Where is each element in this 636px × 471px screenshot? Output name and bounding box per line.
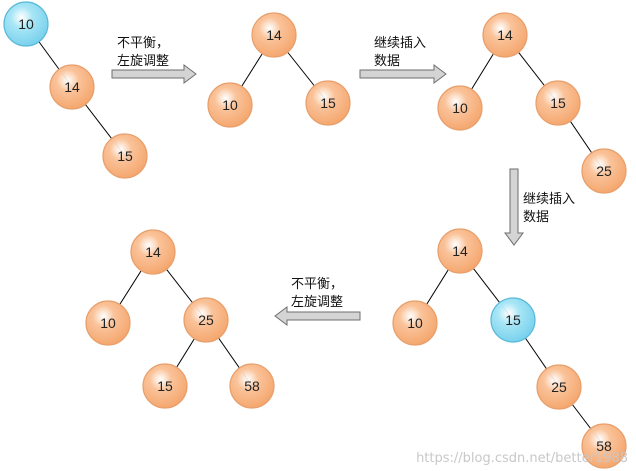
- tree-node: 10: [207, 82, 253, 128]
- process-arrow-down: [504, 168, 524, 246]
- node-circle: [490, 297, 536, 343]
- watermark-text: https://blog.csdn.net/better1988: [416, 451, 628, 466]
- node-label: 15: [157, 378, 173, 394]
- tree-node: 10: [392, 300, 438, 346]
- tree-3: 14 10 15 25: [437, 12, 627, 194]
- node-circle: [581, 148, 627, 194]
- node-label: 10: [18, 16, 34, 32]
- tree-4: 14 10 15 25 58: [392, 228, 627, 469]
- tree-node: 14: [482, 12, 528, 58]
- node-circle: [102, 133, 148, 179]
- tree-node: 14: [130, 229, 176, 275]
- tree-2: 14 10 15: [207, 12, 351, 128]
- tree-node: 15: [535, 80, 581, 126]
- node-circle: [207, 82, 253, 128]
- node-circle: [305, 80, 351, 126]
- node-label: 10: [407, 315, 423, 331]
- arrow-caption-line: 继续插入: [374, 36, 426, 51]
- node-circle: [251, 12, 297, 58]
- tree-node: 14: [251, 12, 297, 58]
- node-label: 14: [64, 79, 80, 95]
- tree-node: 25: [183, 297, 229, 343]
- tree-node: 15: [305, 80, 351, 126]
- process-arrow-right: [359, 64, 447, 84]
- node-label: 25: [551, 379, 567, 395]
- node-label: 14: [145, 244, 161, 260]
- tree-5: 14 10 25 15 58: [85, 229, 275, 409]
- tree-node: 25: [536, 364, 582, 410]
- node-circle: [581, 423, 627, 469]
- process-arrow-left: [274, 306, 361, 326]
- tree-node: 14: [49, 64, 95, 110]
- node-circle: [85, 300, 131, 346]
- arrow-caption-line: 左旋调整: [291, 295, 343, 310]
- node-label: 10: [100, 315, 116, 331]
- node-circle: [130, 229, 176, 275]
- arrow-caption-line: 数据: [523, 210, 549, 225]
- tree-node: 25: [581, 148, 627, 194]
- node-label: 10: [452, 100, 468, 116]
- arrow-caption-line: 继续插入: [523, 192, 575, 207]
- node-label: 15: [320, 95, 336, 111]
- node-label: 14: [266, 27, 282, 43]
- node-circle: [392, 300, 438, 346]
- tree-node: 15: [102, 133, 148, 179]
- tree-node: 10: [3, 1, 49, 47]
- node-label: 58: [596, 438, 612, 454]
- arrow-caption-line: 不平衡，: [117, 36, 169, 51]
- tree-node: 10: [85, 300, 131, 346]
- node-circle: [229, 363, 275, 409]
- process-arrow-right: [111, 64, 197, 84]
- arrow-caption-line: 左旋调整: [117, 54, 169, 69]
- tree-node: 14: [437, 228, 483, 274]
- node-circle: [536, 364, 582, 410]
- tree-node: 15: [142, 363, 188, 409]
- node-circle: [3, 1, 49, 47]
- arrow-caption-line: 不平衡，: [291, 277, 343, 292]
- node-label: 15: [117, 148, 133, 164]
- node-label: 25: [596, 163, 612, 179]
- nodes-layer: 10 14 15 14 10 15 14 10 15 25 14 10 15 25 58 14 10 25 15 58: [3, 1, 627, 469]
- node-label: 14: [497, 27, 513, 43]
- node-circle: [49, 64, 95, 110]
- node-label: 15: [505, 312, 521, 328]
- node-label: 25: [198, 312, 214, 328]
- node-label: 15: [550, 95, 566, 111]
- arrows-layer: [111, 64, 524, 326]
- node-circle: [437, 228, 483, 274]
- node-circle: [142, 363, 188, 409]
- node-circle: [482, 12, 528, 58]
- node-label: 10: [222, 97, 238, 113]
- tree-node: 10: [437, 85, 483, 131]
- tree-1: 10 14 15: [3, 1, 148, 179]
- node-circle: [535, 80, 581, 126]
- node-circle: [437, 85, 483, 131]
- node-circle: [183, 297, 229, 343]
- node-label: 14: [452, 243, 468, 259]
- node-label: 58: [244, 378, 260, 394]
- arrow-caption-line: 数据: [374, 54, 400, 69]
- tree-node: 58: [229, 363, 275, 409]
- tree-node: 58: [581, 423, 627, 469]
- tree-node: 15: [490, 297, 536, 343]
